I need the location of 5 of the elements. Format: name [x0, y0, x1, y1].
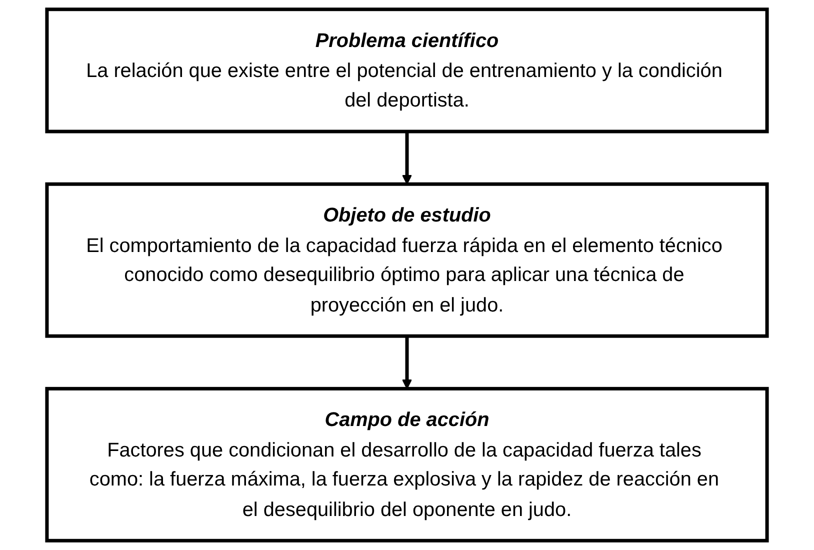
node-box: Campo de acción Factores que condicionan el desarrollo de la capacidad fuerza tales como: la fuerza máxima, la fuerza explosiva y la rapidez de reacción en el desequilibrio del oponente en judo. — [45, 386, 769, 542]
arrow — [402, 132, 412, 185]
arrow — [402, 336, 412, 390]
node-box: Objeto de estudio El comportamiento de la capacidad fuerza rápida en el elemento técnico conocido como desequilibrio óptimo para aplicar una técnica de proyección en el judo. — [45, 182, 769, 338]
node-box: Problema científico La relación que existe entre el potencial de entrenamiento y la condición del deportista. — [45, 8, 769, 134]
